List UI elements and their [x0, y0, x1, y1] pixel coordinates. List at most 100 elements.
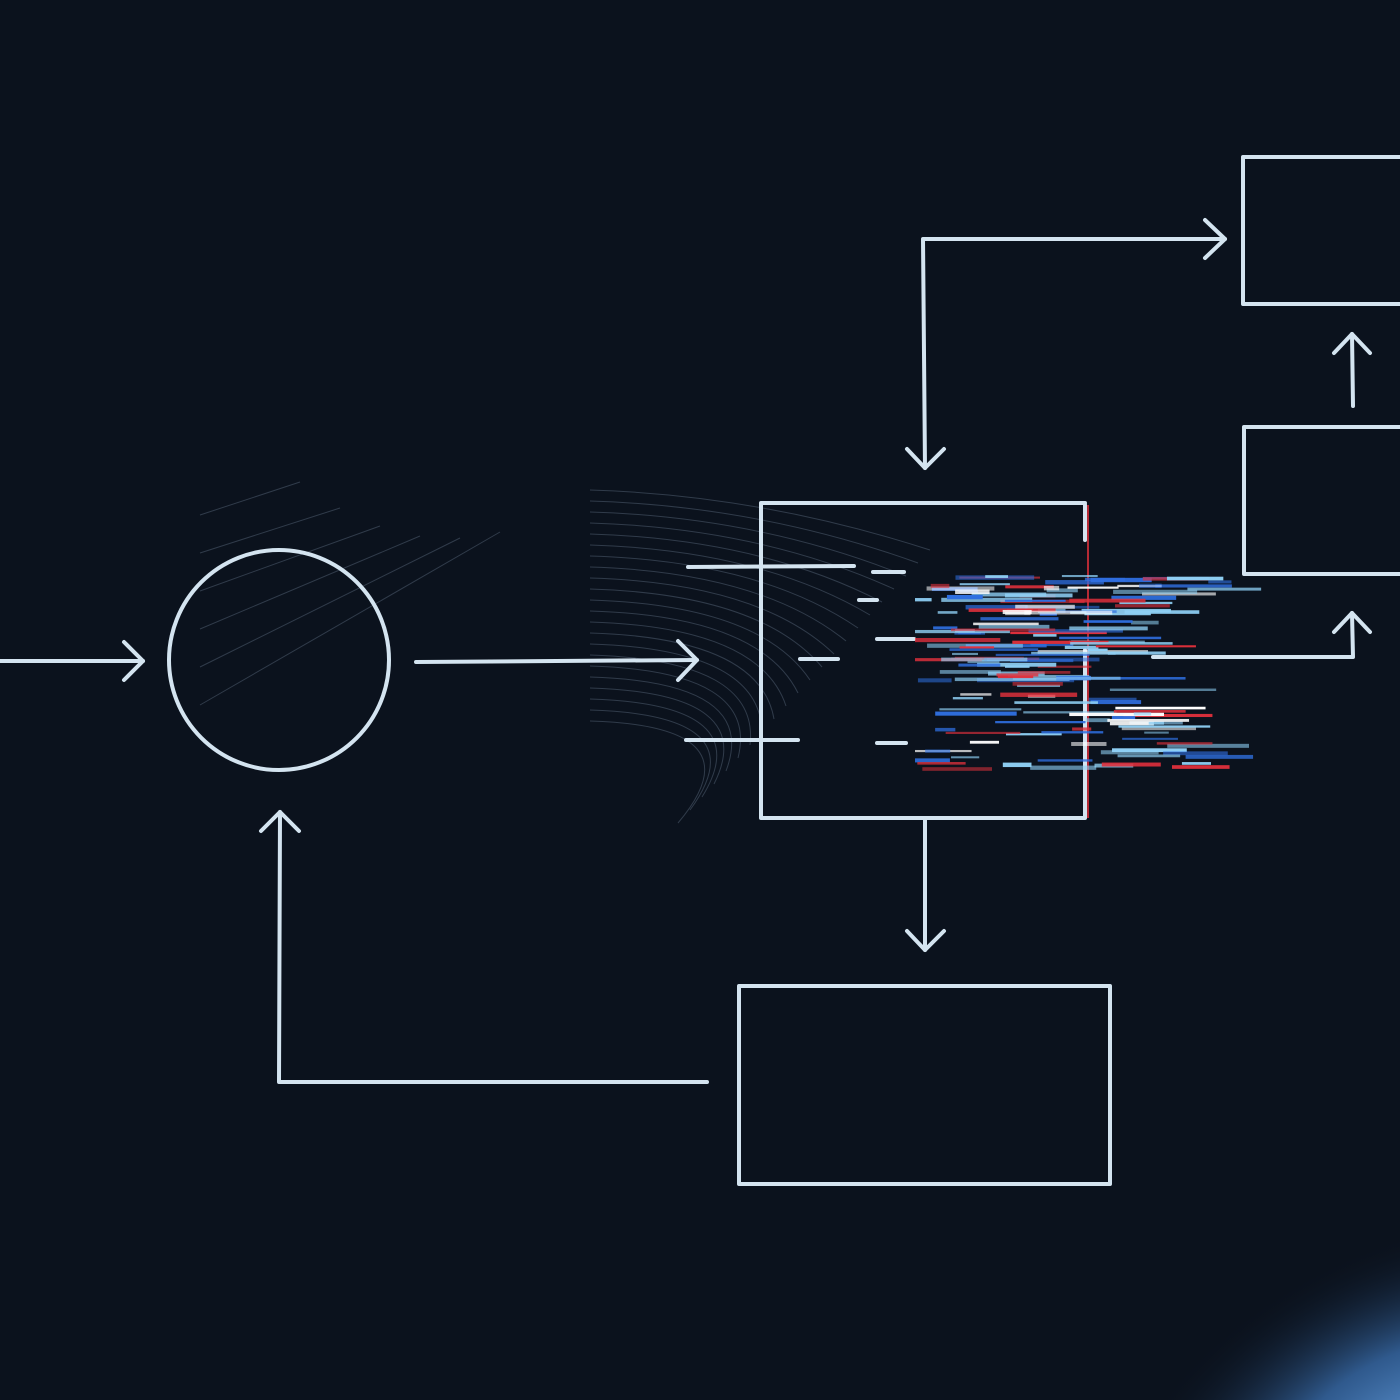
glitch-streak: [1090, 577, 1152, 583]
glitch-streak: [1017, 671, 1071, 674]
glitch-streak: [933, 626, 958, 630]
glitch-streak: [930, 583, 950, 589]
hatch-line: [589, 588, 823, 668]
hatch-line: [199, 507, 341, 554]
glitch-streak: [1004, 593, 1073, 598]
glitch-streak: [1144, 731, 1169, 734]
glitch-streak: [945, 731, 1021, 735]
glitch-streak: [1139, 583, 1162, 589]
glitch-streak: [1046, 588, 1078, 593]
hatch-line: [589, 599, 811, 681]
hatch-line: [589, 566, 847, 642]
glitch-streak: [1123, 713, 1213, 718]
glitch-streak: [1037, 665, 1092, 668]
glitch-streak: [1107, 651, 1166, 655]
glitch-streak: [1010, 631, 1107, 635]
glitch-streak: [941, 597, 1033, 602]
glitch-streak: [984, 657, 1100, 662]
glitch-streak: [1122, 737, 1178, 740]
hatch-line: [589, 500, 919, 564]
glitch-streak: [1031, 651, 1116, 655]
hatch-line: [589, 709, 711, 811]
hatch-line: [589, 522, 895, 590]
glitch-streak: [1045, 580, 1104, 585]
glitch-streak: [1037, 759, 1093, 762]
glitch-streak: [958, 663, 1001, 667]
glitch-streak: [954, 677, 1070, 682]
glitch-streak: [1043, 585, 1060, 591]
glitch-streak: [1101, 762, 1161, 767]
glitch-streak: [1156, 742, 1213, 745]
glitch-streak: [1095, 645, 1196, 648]
output-arrow-to-middle-right-box: [1151, 611, 1372, 659]
glitch-streak: [1041, 731, 1104, 734]
glitch-streak: [1017, 684, 1061, 687]
glitch-streak: [1087, 648, 1108, 652]
glitch-streak: [978, 624, 1050, 629]
hatch-line: [199, 481, 301, 516]
hatch-line: [589, 687, 725, 785]
glitch-streak: [1069, 712, 1165, 717]
glitch-streak: [965, 605, 1028, 610]
glitch-streak: [1024, 610, 1113, 615]
input-arrow: [0, 640, 145, 682]
glitch-streak: [915, 638, 1001, 643]
glitch-streak: [959, 583, 1010, 586]
glitch-streak: [941, 657, 1028, 662]
glitch-streak: [1112, 748, 1187, 753]
glitch-streak: [1004, 599, 1066, 602]
glitch-streak: [917, 678, 952, 683]
glitch-streaks: [915, 575, 1262, 771]
loop-arrow-to-center-box: [905, 218, 1227, 470]
glitch-streak: [1117, 754, 1181, 758]
glitch-streak: [1124, 610, 1200, 614]
glitch-streak: [935, 711, 1017, 716]
glitch-streak: [1113, 589, 1198, 594]
feedback-arrow-to-circle: [259, 810, 709, 1084]
glitch-streak: [1111, 595, 1177, 600]
glitch-streak: [925, 749, 951, 753]
glitch-streak: [915, 758, 950, 763]
hatch-line: [589, 643, 763, 733]
glitch-streak: [1005, 585, 1054, 589]
glitch-streak: [1163, 751, 1228, 756]
glitch-streak: [1118, 725, 1211, 728]
glitch-streak: [1167, 743, 1250, 748]
glitch-streak: [915, 598, 932, 602]
glitch-streak: [1002, 762, 1032, 768]
glitch-streak: [954, 632, 986, 635]
glitch-streak: [1185, 754, 1254, 759]
motion-hatch-lines: [199, 481, 931, 824]
hatch-line: [199, 537, 461, 668]
glitch-streak: [1181, 762, 1211, 765]
glitch-streak: [960, 693, 992, 696]
bottom-box: [737, 984, 1112, 1186]
glitch-streak: [1070, 642, 1173, 645]
glitch-streak: [952, 697, 983, 700]
glitch-streak: [1084, 612, 1151, 616]
top-right-box: [1241, 155, 1400, 306]
glitch-streak: [1059, 636, 1162, 640]
glitch-streak: [1090, 700, 1142, 705]
down-arrow-to-bottom-box: [905, 818, 946, 952]
glitch-streak: [951, 628, 1056, 632]
glitch-streak: [1085, 718, 1110, 723]
glitch-streak: [1077, 677, 1186, 680]
glitch-streak: [995, 721, 1086, 724]
hatch-line: [589, 632, 775, 720]
glitch-streak: [1119, 601, 1173, 605]
hatch-line: [589, 698, 718, 798]
glitch-streak: [1113, 710, 1186, 713]
glitch-streak: [1069, 626, 1148, 631]
glitch-streak: [949, 648, 1039, 651]
hatch-line: [589, 676, 733, 772]
glitch-streak: [995, 653, 1090, 657]
hatch-line: [589, 555, 859, 629]
glitch-streak: [1033, 632, 1057, 637]
glitch-streak: [1187, 587, 1262, 591]
glitch-streak: [922, 767, 992, 771]
glitch-streak: [973, 622, 1039, 626]
hatch-line: [199, 531, 501, 706]
glitch-streak: [1115, 706, 1206, 710]
glitch-streak: [1083, 620, 1133, 623]
